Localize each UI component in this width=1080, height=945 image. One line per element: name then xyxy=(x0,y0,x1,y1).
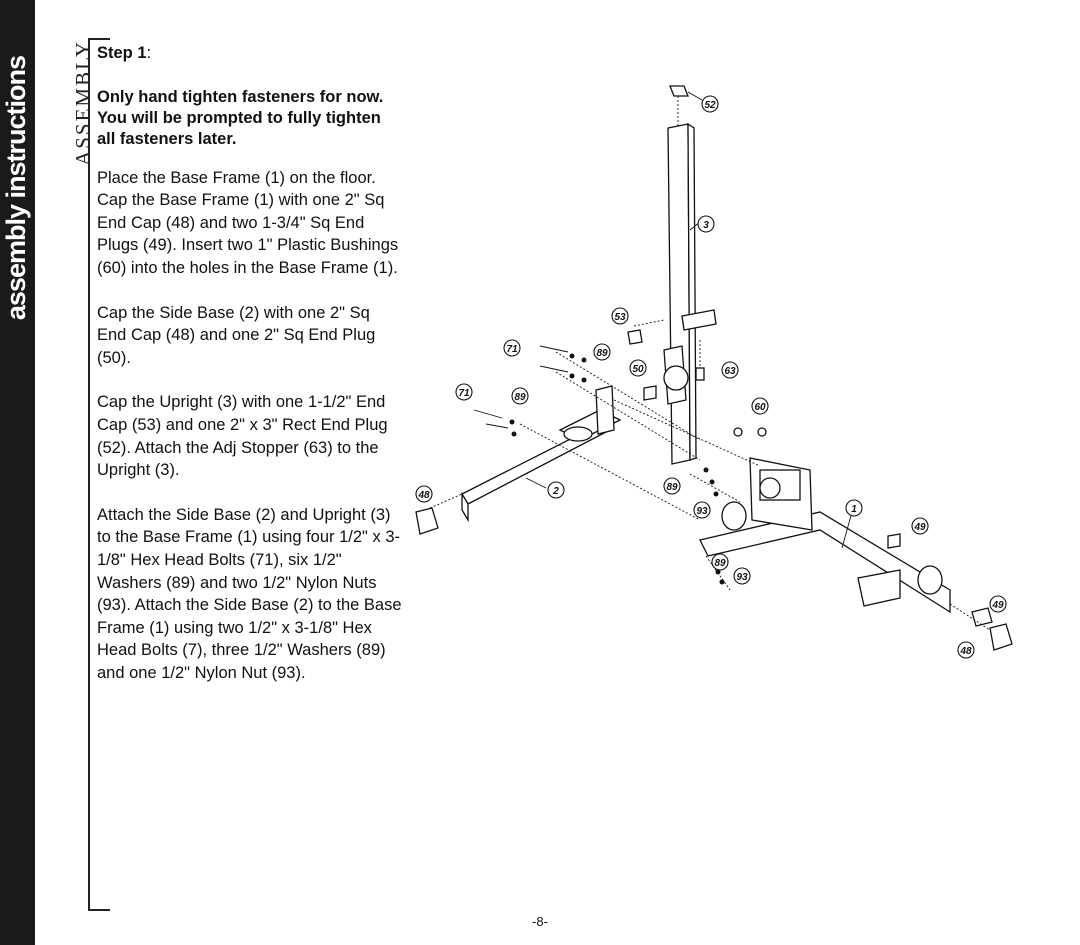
callout-3-label: 3 xyxy=(703,220,709,231)
callout-2: 2 xyxy=(547,481,565,499)
callout-63-label: 63 xyxy=(724,366,736,377)
callout-50: 50 xyxy=(629,359,647,377)
callout-1: 1 xyxy=(845,499,863,517)
callout-49a-label: 49 xyxy=(913,522,926,533)
paragraph-base-frame: Place the Base Frame (1) on the floor. C… xyxy=(97,168,399,277)
callout-71a-label: 71 xyxy=(506,344,518,355)
sidebar-band: assembly instructions xyxy=(0,0,35,945)
side-base xyxy=(415,385,657,535)
callout-71b: 71 xyxy=(455,383,473,401)
callout-63: 63 xyxy=(721,361,739,379)
instructions-column: Step 1: Only hand tighten fasteners for … xyxy=(97,42,402,706)
callout-53-label: 53 xyxy=(614,312,626,323)
page-number: -8- xyxy=(532,914,548,929)
callout-3: 3 xyxy=(697,215,715,233)
callout-2-label: 2 xyxy=(552,486,559,497)
section-bracket xyxy=(88,38,110,911)
paragraph-upright: Cap the Upright (3) with one 1-1/2" End … xyxy=(97,393,388,480)
callout-89a-label: 89 xyxy=(596,348,608,359)
step-colon: : xyxy=(146,44,152,62)
upright-post xyxy=(627,85,717,465)
adj-stopper-bracket xyxy=(681,309,717,331)
callout-49a: 49 xyxy=(911,517,929,535)
callout-93b-label: 93 xyxy=(736,572,748,583)
base-frame xyxy=(699,427,1013,651)
fasteners xyxy=(473,345,761,591)
callout-89c: 89 xyxy=(663,477,681,495)
callout-93b: 93 xyxy=(733,567,751,585)
sidebar-title-text: assembly instructions xyxy=(1,56,31,321)
adj-stopper xyxy=(695,367,705,381)
callout-48a: 48 xyxy=(415,485,433,503)
callout-93a: 93 xyxy=(693,501,711,519)
callout-1-label: 1 xyxy=(851,504,857,515)
rect-end-plug xyxy=(669,85,689,97)
step-label: Step 1 xyxy=(97,44,147,62)
callout-49b-label: 49 xyxy=(991,600,1004,611)
callout-89d-label: 89 xyxy=(714,558,726,569)
callout-48a-label: 48 xyxy=(417,490,430,501)
step-heading: Step 1: xyxy=(97,42,402,65)
callout-50-label: 50 xyxy=(632,364,644,375)
callout-89b: 89 xyxy=(511,387,529,405)
assembly-diagram: 52 3 53 71 89 50 63 71 89 60 48 2 89 93 … xyxy=(415,85,1013,659)
callout-52: 52 xyxy=(701,95,719,113)
callout-48b-label: 48 xyxy=(959,646,972,657)
callout-89a: 89 xyxy=(593,343,611,361)
callout-49b: 49 xyxy=(989,595,1007,613)
callout-71b-label: 71 xyxy=(458,388,470,399)
callout-89c-label: 89 xyxy=(666,482,678,493)
callout-52-label: 52 xyxy=(704,100,716,111)
paragraph-attach: Attach the Side Base (2) and Upright (3)… xyxy=(97,505,402,682)
callout-60: 60 xyxy=(751,397,769,415)
callout-93a-label: 93 xyxy=(696,506,708,517)
callout-60-label: 60 xyxy=(754,402,766,413)
tighten-warning: Only hand tighten fasteners for now. You… xyxy=(97,87,384,148)
sq-end-cap-48b xyxy=(989,623,1013,651)
sq-end-plug-49a xyxy=(887,533,901,549)
callout-89b-label: 89 xyxy=(514,392,526,403)
callout-48b: 48 xyxy=(957,641,975,659)
sq-end-plug-49b xyxy=(971,607,993,627)
end-plug-50 xyxy=(643,385,657,401)
callout-89d: 89 xyxy=(711,553,729,571)
sq-end-cap-48 xyxy=(415,507,439,535)
sidebar-title: assembly instructions xyxy=(0,56,34,336)
paragraph-side-base: Cap the Side Base (2) with one 2" Sq End… xyxy=(97,303,376,367)
end-cap-53 xyxy=(627,329,643,345)
callout-53: 53 xyxy=(611,307,629,325)
callout-71a: 71 xyxy=(503,339,521,357)
